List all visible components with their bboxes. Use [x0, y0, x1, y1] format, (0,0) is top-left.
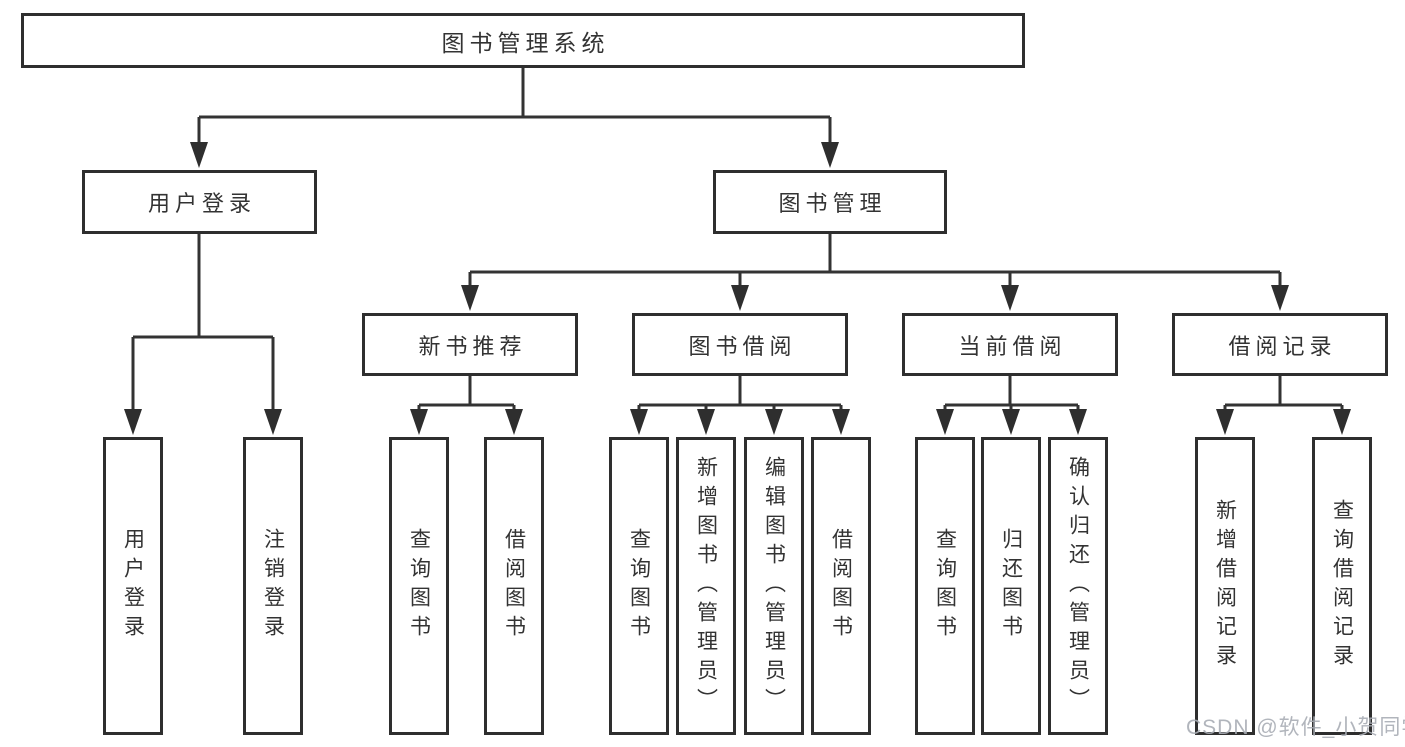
node-label: 注销登录 — [261, 528, 285, 644]
arrowhead — [630, 409, 648, 435]
node-label: 借阅图书 — [829, 528, 853, 644]
node-label: 新书推荐 — [418, 333, 527, 359]
arrowhead — [505, 409, 523, 435]
node-borrowing-records: 借阅记录 — [1172, 313, 1388, 376]
node-label: 图书管理系统 — [441, 29, 610, 56]
node-label: 借阅记录 — [1228, 333, 1337, 359]
arrowhead — [765, 409, 783, 435]
arrowhead — [264, 409, 282, 435]
leaf-user-login: 用户登录 — [103, 437, 163, 735]
leaf-query-books-current: 查询图书 — [915, 437, 975, 735]
node-label: 借阅图书 — [502, 528, 526, 644]
connector-book-to-groups — [468, 233, 1282, 287]
node-book-management-branch: 图书管理 — [713, 170, 947, 234]
node-user-login-branch: 用户登录 — [82, 170, 317, 234]
node-label: 用户登录 — [147, 191, 256, 216]
arrowhead — [124, 409, 142, 435]
node-new-book-recommendation: 新书推荐 — [362, 313, 578, 376]
node-label: 确认归还（管理员） — [1066, 455, 1090, 717]
arrowhead — [1216, 409, 1234, 435]
arrowhead — [697, 409, 715, 435]
arrowhead — [1271, 285, 1289, 311]
arrowhead — [936, 409, 954, 435]
leaf-query-books-borrow: 查询图书 — [609, 437, 669, 735]
node-book-borrowing: 图书借阅 — [632, 313, 848, 376]
arrowhead — [1002, 409, 1020, 435]
node-label: 查询图书 — [627, 528, 651, 644]
arrowhead — [461, 285, 479, 311]
connector-user-to-children — [131, 233, 275, 411]
arrowhead — [832, 409, 850, 435]
connector-newbook-to-children — [417, 376, 516, 411]
arrowhead — [410, 409, 428, 435]
node-label: 图书管理 — [778, 191, 887, 216]
watermark: CSDN @软件_小贺同学 — [1186, 716, 1405, 739]
leaf-return-books: 归还图书 — [981, 437, 1041, 735]
arrowhead — [1069, 409, 1087, 435]
connector-current-to-children — [943, 376, 1080, 411]
arrowhead — [1333, 409, 1351, 435]
leaf-add-borrow-record: 新增借阅记录 — [1195, 437, 1255, 735]
connector-borrow-to-children — [637, 376, 843, 411]
node-label: 新增借阅记录 — [1213, 499, 1237, 673]
arrowhead — [821, 142, 839, 168]
node-label: 编辑图书（管理员） — [762, 455, 786, 717]
leaf-borrow-books-recommend: 借阅图书 — [484, 437, 544, 735]
node-label: 当前借阅 — [958, 333, 1067, 359]
node-label: 查询图书 — [933, 528, 957, 644]
connector-records-to-children — [1223, 376, 1344, 411]
leaf-logout: 注销登录 — [243, 437, 303, 735]
leaf-add-books-admin: 新增图书（管理员） — [676, 437, 736, 735]
node-label: 用户登录 — [121, 528, 145, 644]
arrowhead — [190, 142, 208, 168]
node-label: 查询借阅记录 — [1330, 499, 1354, 673]
leaf-query-borrow-record: 查询借阅记录 — [1312, 437, 1372, 735]
arrowhead — [1001, 285, 1019, 311]
leaf-borrow-books: 借阅图书 — [811, 437, 871, 735]
leaf-confirm-return-admin: 确认归还（管理员） — [1048, 437, 1108, 735]
node-label: 图书借阅 — [688, 333, 797, 359]
connector-root-to-level2 — [197, 68, 832, 144]
node-label: 查询图书 — [407, 528, 431, 644]
node-library-management-system: 图书管理系统 — [21, 13, 1025, 68]
node-label: 归还图书 — [999, 528, 1023, 644]
leaf-edit-books-admin: 编辑图书（管理员） — [744, 437, 804, 735]
arrowhead — [731, 285, 749, 311]
node-label: 新增图书（管理员） — [694, 455, 718, 717]
node-current-borrowing: 当前借阅 — [902, 313, 1118, 376]
leaf-query-books-recommend: 查询图书 — [389, 437, 449, 735]
